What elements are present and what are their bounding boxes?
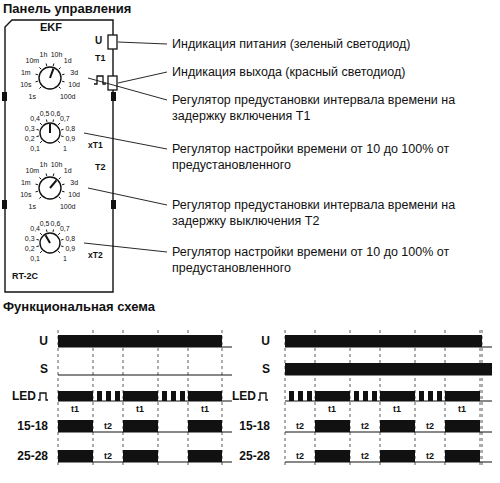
- output-symbol: [38, 393, 48, 400]
- signal-name: LED: [232, 390, 256, 402]
- range-mark: 1d: [64, 167, 72, 174]
- adjust-knob: [36, 174, 65, 199]
- scale-mark: 0,7: [60, 225, 70, 232]
- time-mark: t1: [393, 405, 401, 414]
- time-mark: t1: [201, 405, 209, 414]
- scale-mark: 0,7: [60, 115, 70, 122]
- leader-lines: [84, 42, 167, 252]
- panel-heading: Панель управления: [3, 2, 131, 15]
- range-mark: 10d: [68, 191, 80, 198]
- terminal-name: 15-18: [17, 420, 48, 432]
- scale-mark: 0,2: [25, 245, 35, 252]
- time-mark: t1: [71, 405, 79, 414]
- scale-mark: 0,9: [65, 135, 75, 142]
- range-mark: 10s: [20, 191, 31, 198]
- dial-name: xT1: [88, 141, 103, 150]
- terminal-name: 15-18: [239, 420, 270, 432]
- range-mark: 3d: [70, 68, 78, 75]
- scale-mark: 0,2: [25, 135, 35, 142]
- scale-mark: 0,6: [51, 109, 61, 116]
- section-heading: Функциональная схема: [3, 300, 155, 313]
- range-mark: 1m: [21, 178, 31, 185]
- scale-mark: 1: [63, 254, 67, 261]
- range-mark: 100d: [60, 202, 76, 209]
- terminal-name: 25-28: [239, 450, 270, 462]
- time-mark: t2: [296, 452, 304, 461]
- scale-mark: 0,1: [30, 254, 40, 261]
- time-mark: t2: [296, 422, 304, 431]
- time-mark: t1: [328, 405, 336, 414]
- range-mark: 1s: [29, 92, 36, 99]
- range-mark: 10m: [26, 167, 40, 174]
- range-mark: 1s: [29, 202, 36, 209]
- callout-text: Индикация выхода (красный светодиод): [172, 64, 494, 80]
- time-mark: t2: [426, 452, 434, 461]
- signal-name: S: [40, 363, 48, 375]
- scale-mark: 0,4: [30, 115, 40, 122]
- scale-mark: 0,4: [30, 225, 40, 232]
- timing-chart: [285, 330, 492, 466]
- range-mark: 10m: [26, 57, 40, 64]
- signal-name: LED: [12, 390, 36, 402]
- adjust-knob: [36, 119, 63, 143]
- scale-mark: 0,5: [40, 109, 50, 116]
- scale-mark: 0,3: [25, 124, 35, 131]
- signal-name: U: [39, 335, 48, 347]
- callout-text: Регулятор настройки времени от 10 до 100…: [172, 141, 494, 174]
- time-mark: t1: [458, 405, 466, 414]
- range-mark: 1d: [64, 57, 72, 64]
- time-mark: t2: [104, 452, 112, 461]
- callout-text: Регулятор настройки времени от 10 до 100…: [172, 244, 494, 277]
- dial-name: T2: [95, 163, 106, 172]
- callout-text: Регулятор предустановки интервала времен…: [172, 92, 494, 125]
- scale-mark: 0,3: [25, 234, 35, 241]
- time-mark: t2: [426, 422, 434, 431]
- scale-mark: 0,6: [51, 219, 61, 226]
- range-mark: 100d: [60, 92, 76, 99]
- scale-mark: 0,5: [40, 219, 50, 226]
- scale-mark: 0,1: [30, 144, 40, 151]
- scale-mark: 0,8: [65, 124, 75, 131]
- housing-tabs: [2, 92, 116, 209]
- time-mark: t2: [361, 452, 369, 461]
- signal-name: S: [262, 363, 270, 375]
- dial-name: xT2: [88, 251, 103, 260]
- dial-name: T1: [95, 54, 106, 63]
- range-mark: 10h: [51, 50, 63, 57]
- time-mark: t2: [361, 422, 369, 431]
- callout-text: Индикация питания (зеленый светодиод): [172, 36, 494, 52]
- model-name: RT-2C: [12, 272, 38, 281]
- time-mark: t2: [104, 422, 112, 431]
- range-mark: 10s: [20, 81, 31, 88]
- brand-logo: EKF: [40, 22, 62, 33]
- range-mark: 10h: [51, 160, 63, 167]
- scale-mark: 0,8: [65, 234, 75, 241]
- callout-text: Регулятор предустановки интервала времен…: [172, 197, 494, 230]
- range-mark: 1h: [40, 160, 48, 167]
- relay-housing: [5, 20, 113, 292]
- range-mark: 3d: [70, 178, 78, 185]
- output-symbol: [258, 393, 268, 400]
- output-led: [108, 76, 117, 90]
- power-led: [108, 35, 117, 49]
- range-mark: 1h: [40, 50, 48, 57]
- range-mark: 10d: [68, 81, 80, 88]
- adjust-knob: [36, 229, 63, 253]
- power-label: U: [95, 36, 102, 46]
- time-mark: t1: [136, 405, 144, 414]
- adjust-knob: [36, 64, 65, 89]
- timing-chart: [58, 330, 232, 466]
- signal-name: U: [261, 335, 270, 347]
- range-mark: 1m: [21, 68, 31, 75]
- terminal-name: 25-28: [17, 450, 48, 462]
- scale-mark: 1: [63, 144, 67, 151]
- scale-mark: 0,9: [65, 245, 75, 252]
